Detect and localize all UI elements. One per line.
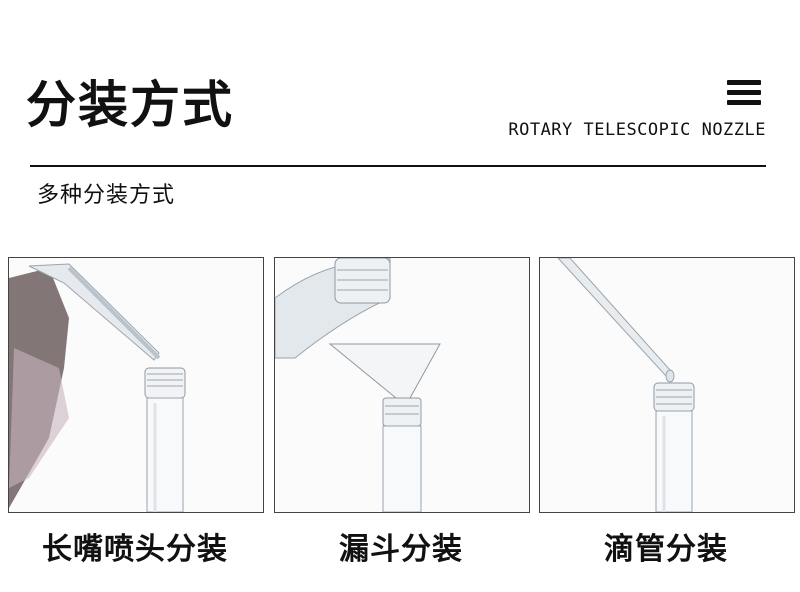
funnel-illustration bbox=[275, 258, 529, 512]
dropper-caption: 滴管分装 bbox=[604, 532, 728, 567]
nozzle-photo bbox=[8, 257, 264, 513]
section-subtitle: 多种分装方式 bbox=[37, 183, 176, 208]
english-heading: ROTARY TELESCOPIC NOZZLE bbox=[508, 120, 766, 140]
funnel-photo bbox=[274, 257, 530, 513]
dropper-photo bbox=[539, 257, 795, 513]
page-title: 分装方式 bbox=[26, 75, 234, 134]
menu-icon[interactable] bbox=[727, 80, 761, 105]
nozzle-illustration bbox=[9, 258, 263, 512]
nozzle-caption: 长嘴喷头分装 bbox=[42, 532, 228, 567]
divider bbox=[30, 165, 766, 167]
dropper-illustration bbox=[540, 258, 794, 512]
funnel-caption: 漏斗分装 bbox=[339, 532, 463, 567]
